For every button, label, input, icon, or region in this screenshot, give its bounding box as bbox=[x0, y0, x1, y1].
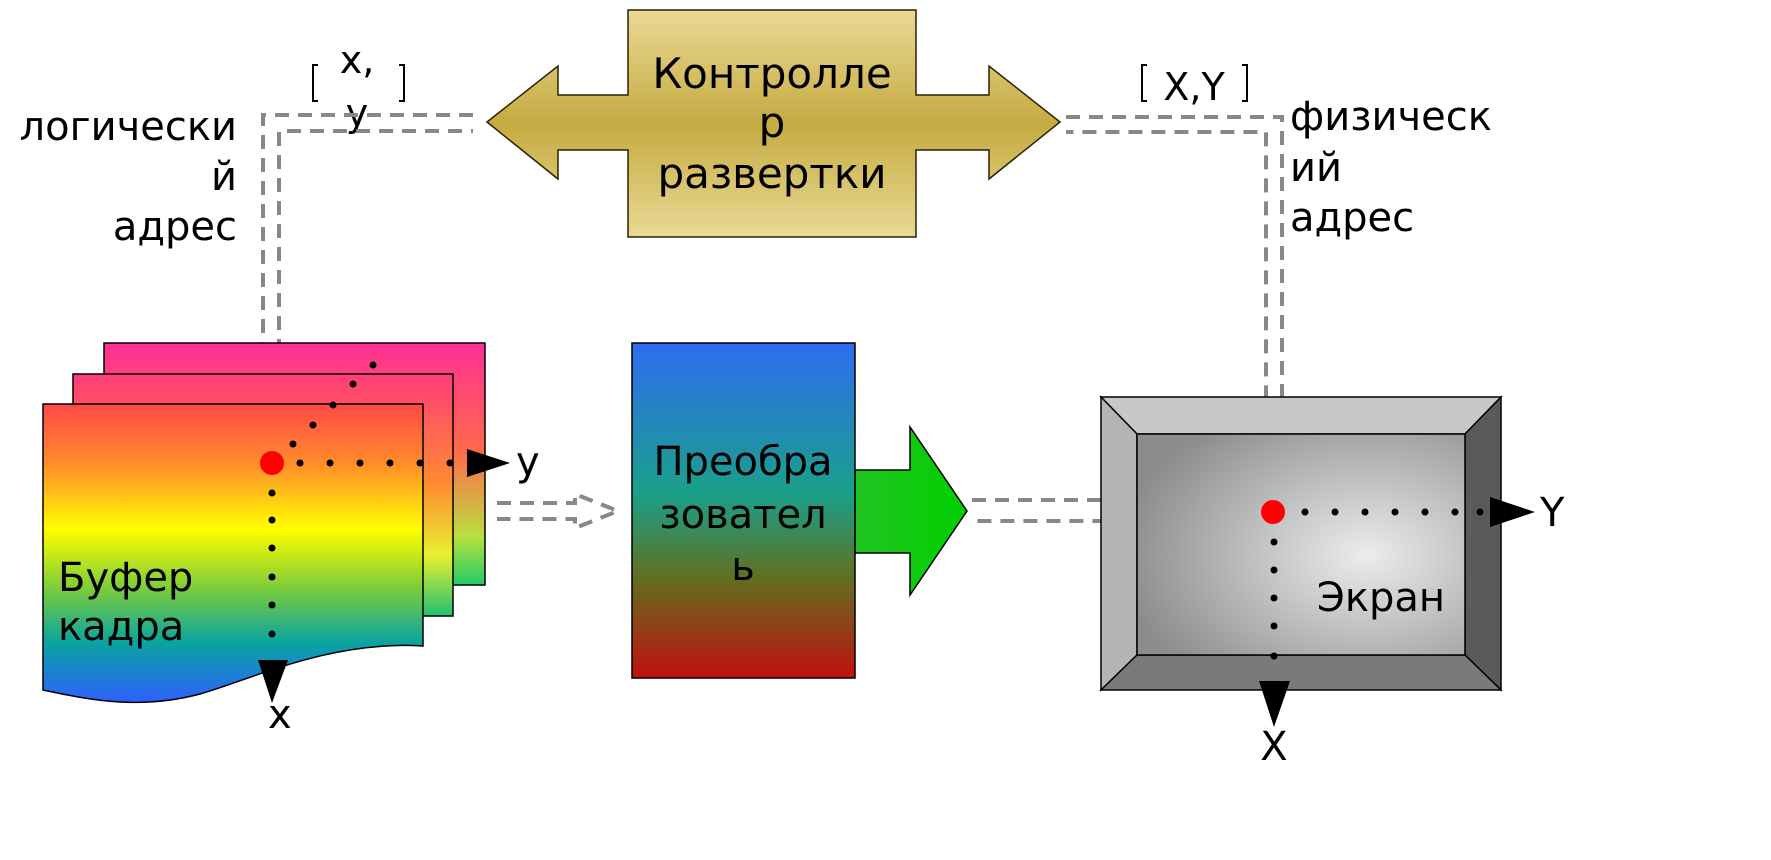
logical-coords-bracket-right bbox=[399, 64, 405, 102]
frame-buffer-y-axis-dots bbox=[296, 459, 454, 467]
converter: Преобра зовател ь bbox=[631, 342, 968, 679]
physical-coords-label: X,Y bbox=[1163, 65, 1225, 109]
screen-x-axis-label: X bbox=[1260, 724, 1287, 770]
logical-address-line1: логически bbox=[20, 104, 237, 150]
screen-y-axis-dots bbox=[1301, 508, 1484, 516]
frame-buffer-x-axis-label: x bbox=[268, 692, 292, 738]
screen-y-axis-label: Y bbox=[1539, 490, 1565, 536]
frame-buffer-label-line1: Буфер bbox=[58, 555, 193, 601]
frame-buffer-x-axis-arrowhead bbox=[258, 660, 288, 703]
logical-coords-bracket-left bbox=[312, 64, 318, 102]
screen-pixel-marker bbox=[1261, 500, 1285, 524]
physical-address-line1: физическ bbox=[1290, 94, 1492, 140]
screen-label: Экран bbox=[1317, 575, 1445, 621]
buffer-to-converter-link bbox=[497, 491, 624, 531]
frame-buffer-x-axis-dots bbox=[268, 489, 276, 638]
frame-buffer-y-axis-arrowhead bbox=[467, 449, 510, 477]
controller-label-line1: Контролле bbox=[652, 49, 891, 98]
converter-box bbox=[631, 342, 856, 679]
converter-label-line3: ь bbox=[731, 544, 755, 590]
screen: Экран Y X bbox=[1099, 395, 1565, 770]
physical-address-line3: адрес bbox=[1290, 195, 1414, 241]
screen-bevel-left bbox=[1100, 395, 1138, 692]
logical-address-line3: адрес bbox=[113, 204, 237, 250]
converter-label-line1: Преобра bbox=[653, 439, 832, 485]
controller-double-arrow bbox=[485, 9, 1062, 238]
screen-bevel-bottom bbox=[1099, 654, 1503, 691]
logical-coords-line1: x, bbox=[340, 38, 375, 82]
frame-buffer-y-axis-label: y bbox=[516, 439, 540, 485]
logical-address: логически й адрес x, y bbox=[20, 38, 405, 250]
screen-bevel-top bbox=[1099, 396, 1503, 435]
converter-arrow bbox=[854, 424, 968, 598]
frame-buffer: Буфер кадра y x bbox=[42, 342, 540, 738]
controller-block: Контролле р развертки bbox=[485, 9, 1062, 238]
controller-label-line2: р bbox=[759, 98, 786, 147]
screen-x-axis-dots bbox=[1270, 538, 1278, 660]
screen-face bbox=[1136, 433, 1466, 656]
frame-buffer-page-front bbox=[42, 403, 424, 704]
logical-address-line2: й bbox=[211, 154, 237, 200]
screen-x-axis-arrowhead bbox=[1259, 681, 1290, 727]
controller-label-line3: развертки bbox=[657, 149, 886, 198]
physical-address-link bbox=[1066, 115, 1305, 493]
physical-coords-bracket-right bbox=[1242, 64, 1248, 102]
frame-buffer-pixel-marker bbox=[260, 451, 284, 475]
frame-buffer-depth-dots bbox=[289, 361, 377, 448]
screen-y-axis-arrowhead bbox=[1490, 497, 1535, 527]
physical-address-line2: ий bbox=[1290, 145, 1342, 191]
frame-buffer-label-line2: кадра bbox=[58, 604, 184, 650]
converter-label-line2: зовател bbox=[659, 492, 826, 538]
physical-coords-bracket-left bbox=[1141, 64, 1147, 102]
screen-bevel-right bbox=[1464, 395, 1502, 692]
physical-address: физическ ий адрес X,Y bbox=[1141, 64, 1492, 241]
